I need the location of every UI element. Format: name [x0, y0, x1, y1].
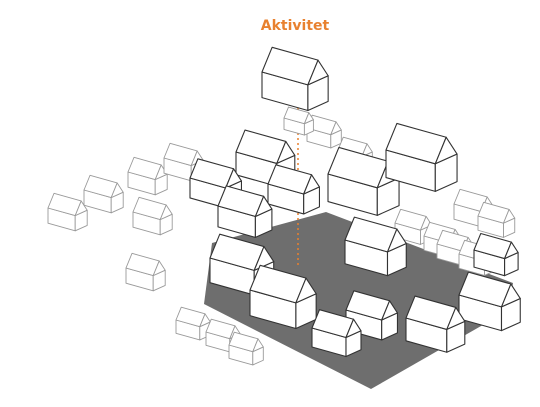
floating-house: [262, 47, 328, 110]
house: [84, 175, 123, 212]
house: [126, 253, 165, 290]
house: [229, 332, 263, 365]
house: [478, 202, 515, 237]
house: [218, 186, 272, 238]
house: [176, 307, 210, 340]
house: [48, 193, 87, 230]
house: [133, 197, 172, 234]
house: [284, 107, 313, 135]
house: [474, 234, 518, 276]
house: [262, 47, 328, 110]
house: [459, 272, 520, 331]
house: [268, 165, 319, 214]
house: [128, 157, 167, 194]
